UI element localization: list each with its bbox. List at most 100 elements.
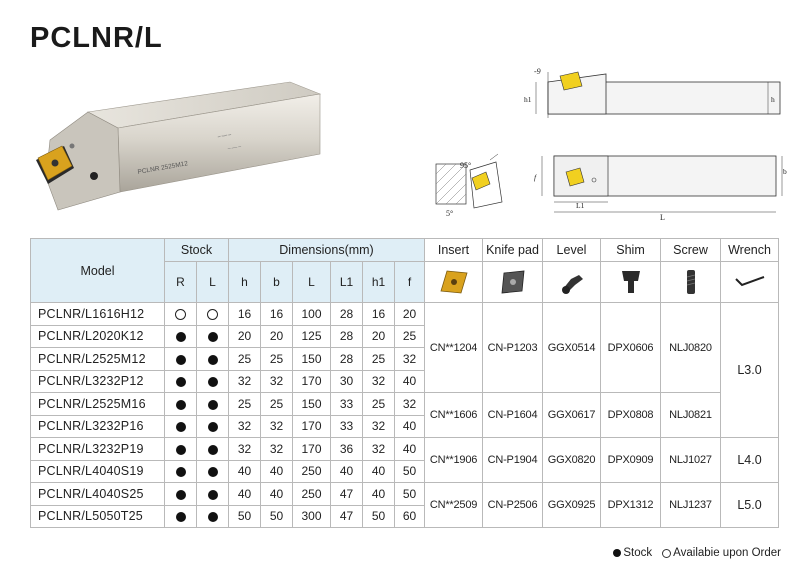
stock-marker	[207, 377, 218, 388]
model-cell: PCLNR/L3232P12	[30, 369, 165, 393]
model-cell: PCLNR/L3232P16	[30, 414, 165, 438]
legend-stock-label: Stock	[623, 547, 653, 559]
level-cell: GGX0820	[542, 437, 601, 483]
dim-h-cell: 40	[228, 459, 261, 483]
table-row: PCLNR/L2525M12 25 25 150 28 25 32	[30, 347, 779, 371]
stock-R-cell	[164, 437, 197, 461]
subheader-L1: L1	[330, 261, 363, 303]
knife-pad-cell: CN-P1904	[482, 437, 543, 483]
dim-h1-cell: 25	[362, 347, 395, 371]
dim-f-cell: 60	[394, 504, 425, 528]
dim-h1-cell: 32	[362, 437, 395, 461]
stock-marker	[175, 444, 186, 455]
page-title: PCLNR/L	[30, 22, 163, 54]
stock-marker	[175, 467, 186, 478]
dim-f-cell: 40	[394, 369, 425, 393]
dim-L-cell: 150	[292, 347, 331, 371]
subheader-b: b	[260, 261, 293, 303]
dim-L-cell: 300	[292, 504, 331, 528]
screw-icon	[660, 261, 721, 303]
dim-L1-cell: 47	[330, 504, 363, 528]
dim-L-cell: 150	[292, 392, 331, 416]
stock-R-cell	[164, 414, 197, 438]
dim-h-cell: 16	[228, 302, 261, 326]
stock-L-cell	[196, 369, 229, 393]
header-wrench: Wrench	[720, 238, 779, 262]
top-view-drawing: 95° 5° f b L1 L	[435, 153, 787, 222]
stock-L-cell	[196, 347, 229, 371]
dim-b-cell: 25	[260, 347, 293, 371]
dim-f-cell: 50	[394, 482, 425, 506]
screw-cell: NLJ0821	[660, 392, 721, 438]
knife-pad-cell: CN-P1604	[482, 392, 543, 438]
svg-text:═ ══ ═: ═ ══ ═	[216, 132, 231, 139]
dim-h-cell: 32	[228, 437, 261, 461]
dim-L1-cell: 33	[330, 414, 363, 438]
dim-h1-cell: 40	[362, 482, 395, 506]
stock-R-cell	[164, 369, 197, 393]
stock-R-cell	[164, 324, 197, 348]
stock-marker	[175, 354, 186, 365]
dim-f-cell: 25	[394, 324, 425, 348]
stock-L-cell	[196, 437, 229, 461]
insert-cell: CN**1204	[424, 302, 483, 393]
stock-marker	[207, 512, 218, 523]
stock-marker	[207, 332, 218, 343]
legend-order-label: Availabie upon Order	[673, 547, 781, 559]
level-cell: GGX0514	[542, 302, 601, 393]
header-screw: Screw	[660, 238, 721, 262]
label-angle-95: 95°	[460, 161, 471, 170]
shim-icon	[600, 261, 661, 303]
table-row: PCLNR/L2020K12 20 20 125 28 20 25	[30, 324, 779, 348]
dim-b-cell: 32	[260, 414, 293, 438]
dim-f-cell: 40	[394, 437, 425, 461]
knife-pad-cell: CN-P1203	[482, 302, 543, 393]
header-insert: Insert	[424, 238, 483, 262]
subheader-L-length: L	[292, 261, 331, 303]
wrench-cell: L4.0	[720, 437, 779, 483]
dim-h1-cell: 32	[362, 414, 395, 438]
dim-L-cell: 250	[292, 459, 331, 483]
dim-L1-cell: 28	[330, 302, 363, 326]
screw-cell: NLJ1237	[660, 482, 721, 528]
wrench-cell: L5.0	[720, 482, 779, 528]
stock-marker	[175, 332, 186, 343]
dim-h-cell: 25	[228, 392, 261, 416]
dim-L-cell: 100	[292, 302, 331, 326]
label-h: h	[771, 95, 775, 104]
model-cell: PCLNR/L4040S19	[30, 459, 165, 483]
table-row: PCLNR/L3232P19 32 32 170 36 32 40 CN**19…	[30, 437, 779, 483]
stock-R-cell	[164, 482, 197, 506]
dim-f-cell: 40	[394, 414, 425, 438]
dim-f-cell: 32	[394, 347, 425, 371]
level-cell: GGX0617	[542, 392, 601, 438]
dim-h1-cell: 50	[362, 504, 395, 528]
wrench-icon	[720, 261, 779, 303]
knife-pad-cell: CN-P2506	[482, 482, 543, 528]
header-level: Level	[542, 238, 601, 262]
insert-cell: CN**2509	[424, 482, 483, 528]
stock-L-cell	[196, 324, 229, 348]
header-stock: Stock	[164, 238, 229, 262]
shim-cell: DPX1312	[600, 482, 661, 528]
dim-b-cell: 32	[260, 369, 293, 393]
stock-R-cell	[164, 504, 197, 528]
model-cell: PCLNR/L2525M12	[30, 347, 165, 371]
dim-b-cell: 32	[260, 437, 293, 461]
dim-h1-cell: 16	[362, 302, 395, 326]
side-view-drawing: -9 h1 h	[524, 67, 781, 118]
subheader-h1: h1	[362, 261, 395, 303]
model-cell: PCLNR/L1616H12	[30, 302, 165, 326]
insert-cell: CN**1906	[424, 437, 483, 483]
insert-cell: CN**1606	[424, 392, 483, 438]
subheader-L: L	[196, 261, 229, 303]
dim-L-cell: 170	[292, 369, 331, 393]
legend: Stock Availabie upon Order	[613, 547, 781, 559]
stock-R-cell	[164, 459, 197, 483]
dim-L1-cell: 36	[330, 437, 363, 461]
subheader-h: h	[228, 261, 261, 303]
model-cell: PCLNR/L5050T25	[30, 504, 165, 528]
legend-order-marker	[662, 548, 672, 558]
stock-marker	[207, 354, 218, 365]
dim-b-cell: 25	[260, 392, 293, 416]
